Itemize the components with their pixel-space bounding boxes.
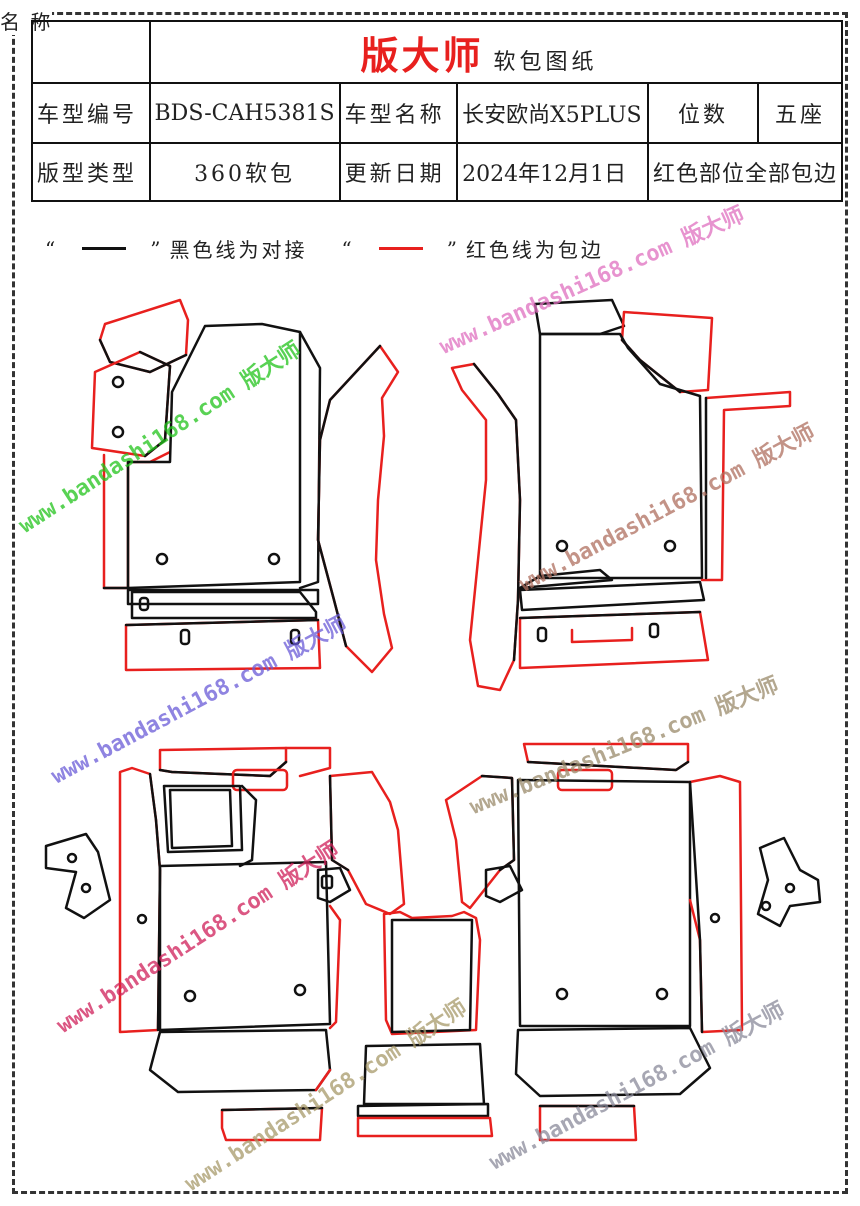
black-line-swatch	[82, 247, 127, 250]
brand-title: 版大师	[360, 32, 484, 78]
red-line-swatch	[378, 247, 423, 250]
seats-value: 五座	[756, 82, 844, 144]
legend-quote-close-2: ”	[446, 236, 460, 261]
title-cell: 版大师 软包图纸	[148, 20, 844, 84]
rear-right-pattern	[444, 742, 822, 1142]
legend: “ ” 黑色线为对接 “ ” 红色线为包边	[45, 234, 604, 263]
seats-label: 位数	[646, 82, 759, 144]
legend-quote-close: ”	[150, 236, 164, 261]
type-value: 360软包	[148, 142, 341, 202]
model-name-value: 长安欧尚X5PLUS	[456, 82, 649, 144]
model-code-value: BDS-CAH5381S	[148, 82, 341, 144]
info-table: 版大师 软包图纸 车型编号 BDS-CAH5381S 车型名称 长安欧尚X5PL…	[31, 20, 844, 202]
model-code-label: 车型编号	[31, 82, 151, 144]
legend-quote-open-2: “	[341, 236, 355, 261]
date-label: 更新日期	[338, 142, 459, 202]
front-left-pattern	[90, 298, 400, 674]
date-value: 2024年12月1日	[456, 142, 649, 202]
model-name-label: 车型名称	[338, 82, 459, 144]
page-frame	[12, 12, 848, 1194]
center-tunnel-pattern	[356, 910, 494, 1138]
legend-quote-open: “	[45, 236, 59, 261]
rear-left-pattern	[44, 746, 406, 1142]
drawing-subtitle: 软包图纸	[493, 49, 598, 75]
type-label: 版型类型	[31, 142, 151, 202]
blank-cell	[31, 20, 151, 84]
front-right-pattern	[450, 298, 792, 692]
legend-red-text: 红色线为包边	[465, 238, 604, 262]
edge-note: 红色部位全部包边	[646, 142, 844, 202]
legend-black-text: 黑色线为对接	[169, 238, 308, 262]
